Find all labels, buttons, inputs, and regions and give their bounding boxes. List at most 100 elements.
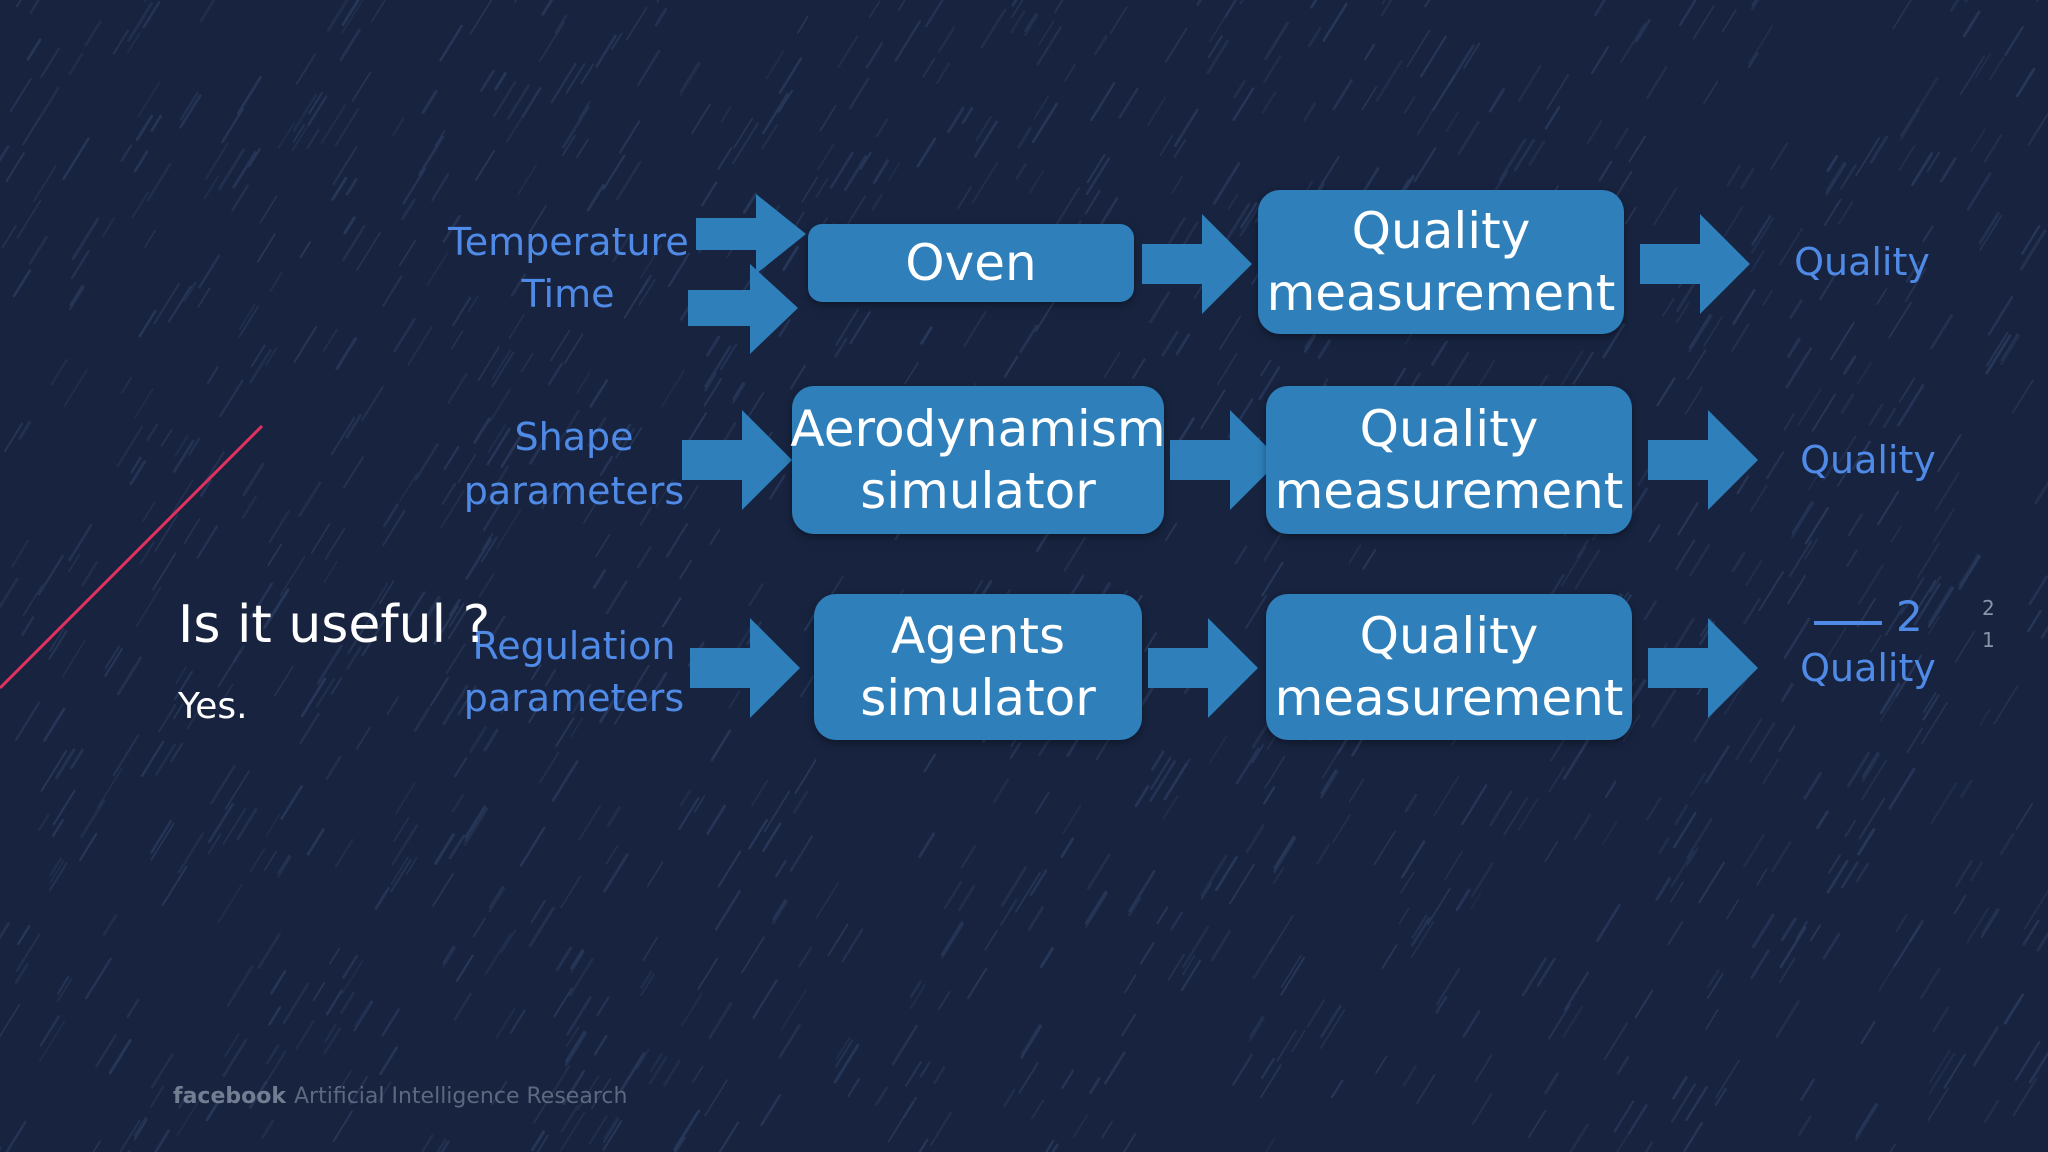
rain-streak [1860, 759, 1888, 801]
rain-streak [1348, 778, 1365, 803]
rain-streak [1563, 971, 1590, 1011]
rain-streak [550, 62, 577, 104]
rain-streak [1095, 735, 1112, 762]
rain-streak [1548, 766, 1566, 793]
rain-streak [1911, 152, 1934, 186]
rain-streak [1020, 1024, 1043, 1059]
rain-streak [1826, 627, 1847, 658]
rain-streak [565, 63, 586, 94]
rain-streak [1261, 561, 1284, 597]
rain-streak [14, 962, 29, 985]
rain-streak [1085, 892, 1108, 928]
rain-streak [937, 26, 955, 54]
rain-streak [841, 928, 864, 963]
rain-streak [176, 1100, 200, 1136]
rain-streak [102, 914, 118, 936]
rain-streak [1939, 157, 1957, 183]
rain-streak [295, 1019, 315, 1050]
rain-streak [843, 155, 868, 191]
rain-streak [742, 192, 758, 214]
rain-streak [868, 0, 881, 18]
rain-streak [256, 233, 276, 263]
rain-streak [704, 345, 732, 388]
rain-streak [390, 858, 412, 893]
rain-streak [39, 1015, 61, 1047]
rain-streak [1752, 913, 1775, 949]
rain-streak [536, 1134, 549, 1152]
rain-streak [95, 1034, 117, 1068]
rain-streak [1264, 755, 1286, 789]
rain-streak [16, 199, 42, 239]
slide-counter-top: 2 [1982, 596, 1995, 620]
rain-streak [188, 437, 201, 456]
rain-streak [1411, 914, 1428, 939]
rain-streak [238, 303, 256, 331]
rain-streak [299, 712, 320, 745]
rain-streak [1260, 1057, 1275, 1079]
rain-streak [1686, 349, 1707, 380]
rain-streak [1889, 1143, 1896, 1152]
rain-streak [138, 309, 157, 338]
rain-streak [131, 191, 149, 219]
rain-streak [448, 834, 466, 860]
rain-streak [447, 373, 468, 404]
rain-streak [1826, 155, 1839, 173]
box-label-line: measurement [1266, 264, 1616, 322]
rain-streak [1868, 403, 1884, 426]
rain-streak [1064, 63, 1076, 82]
rain-streak [160, 429, 173, 447]
process-box-quality-measurement: Quality measurement [1258, 190, 1624, 334]
rain-streak [270, 970, 287, 995]
rain-streak [204, 142, 229, 180]
rain-streak [0, 577, 19, 610]
rain-streak [1228, 863, 1255, 905]
rain-streak [1851, 440, 1871, 471]
rain-streak [706, 335, 721, 357]
rain-streak [1651, 689, 1677, 728]
rain-streak [442, 945, 456, 965]
rain-streak [1128, 897, 1141, 917]
rain-streak [1929, 1049, 1951, 1083]
rain-streak [142, 501, 156, 523]
rain-streak [221, 108, 244, 144]
rain-streak [38, 1020, 66, 1062]
rain-streak [349, 1075, 369, 1106]
rain-streak [1319, 1009, 1346, 1049]
rain-streak [489, 388, 512, 423]
rain-streak [96, 767, 123, 809]
rain-streak [205, 1101, 219, 1122]
rain-streak [941, 923, 965, 960]
rain-streak [894, 20, 922, 62]
rain-streak [923, 753, 936, 773]
rain-streak [475, 150, 495, 181]
rain-streak [1959, 55, 1986, 96]
rain-streak [1692, 5, 1715, 40]
rain-streak [555, 481, 571, 504]
rain-streak [345, 178, 358, 196]
box-label-line: Agents [890, 607, 1066, 665]
rain-streak [891, 1024, 918, 1066]
rain-streak [1011, 0, 1018, 7]
rain-streak [398, 239, 417, 267]
rain-streak [1730, 323, 1750, 352]
rain-streak [356, 231, 381, 271]
rain-streak [1915, 76, 1939, 112]
rain-streak [1747, 52, 1759, 69]
arrow-right-icon [1170, 410, 1280, 510]
rain-streak [560, 875, 582, 909]
rain-streak [815, 177, 829, 198]
rain-streak [17, 924, 31, 945]
rain-streak [703, 377, 723, 407]
rain-streak [665, 523, 689, 558]
rain-streak [1168, 217, 1186, 245]
rain-streak [1245, 594, 1268, 629]
rain-streak [704, 1079, 728, 1117]
rain-streak [1943, 1054, 1966, 1089]
rain-streak [442, 214, 461, 243]
rain-streak [484, 932, 512, 975]
rain-streak [116, 656, 143, 696]
rain-streak [293, 326, 318, 363]
rain-streak [1721, 9, 1737, 33]
rain-streak [570, 949, 584, 970]
